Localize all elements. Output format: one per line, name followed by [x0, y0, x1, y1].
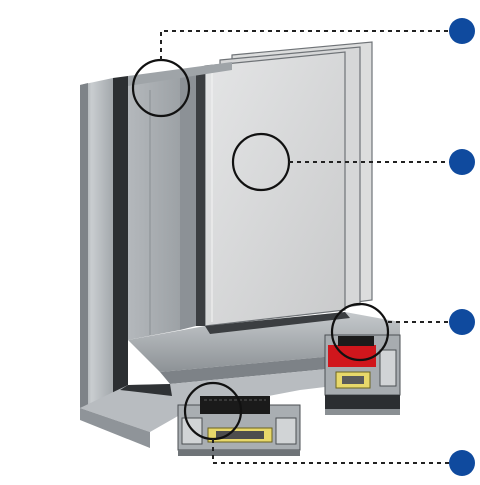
leader-4 [212, 439, 458, 464]
section-base [325, 395, 400, 409]
sash-top [128, 62, 232, 86]
glass-bead-left [196, 68, 205, 326]
section-insulation-core [342, 376, 364, 384]
section-gasket-top [338, 336, 374, 346]
callout-markers [449, 18, 475, 476]
sash-left [128, 68, 205, 340]
frame-left-edge [80, 83, 88, 408]
section-red-seal [328, 345, 376, 367]
section-chamber-right [379, 349, 397, 387]
leader-1 [160, 30, 458, 60]
magnifier-sash-section [330, 302, 390, 362]
outer-frame-left [80, 76, 128, 408]
frame-bottom-front [80, 408, 150, 448]
callout-1-marker-dot-icon[interactable] [449, 18, 475, 44]
frame-left-face [80, 78, 113, 408]
frame-cross-section [177, 396, 301, 456]
frame-section-foot [178, 450, 300, 456]
sash-left-inner [180, 70, 196, 330]
sash-cross-section [324, 334, 401, 415]
glass-bead-bottom [205, 312, 350, 334]
callout-2-marker-dot-icon[interactable] [449, 149, 475, 175]
frame-bottom-shadow [120, 384, 172, 396]
callout-4-marker-dot-icon[interactable] [449, 450, 475, 476]
frame-section-gasket [200, 396, 270, 414]
glass-pane-front [204, 51, 346, 327]
section-foot [325, 409, 400, 415]
frame-inner-shadow [113, 76, 128, 395]
callout-leaders [160, 30, 458, 464]
frame-section-chamber-right [275, 417, 297, 445]
callout-3-marker-dot-icon[interactable] [449, 309, 475, 335]
frame-section-core [216, 431, 264, 439]
sash-left-face [128, 72, 180, 340]
glass-panes [204, 41, 373, 327]
